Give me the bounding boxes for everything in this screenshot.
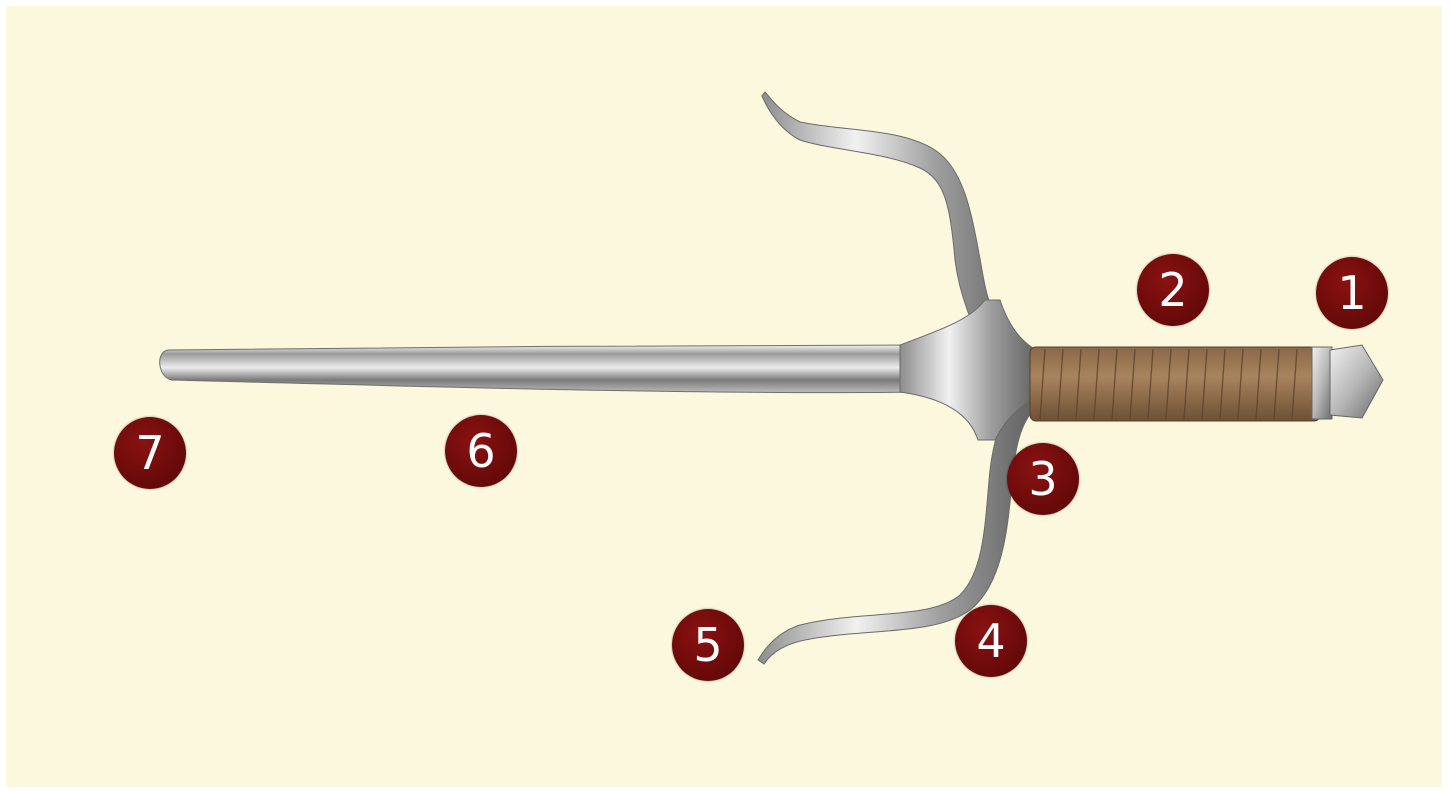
marker-4: 4 xyxy=(955,605,1027,677)
marker-1: 1 xyxy=(1316,257,1388,329)
marker-6: 6 xyxy=(445,415,517,487)
marker-7: 7 xyxy=(114,417,186,489)
marker-5: 5 xyxy=(672,609,744,681)
marker-2: 2 xyxy=(1137,254,1209,326)
pommel-collar xyxy=(1312,347,1332,419)
marker-3: 3 xyxy=(1007,443,1079,515)
pommel xyxy=(1330,345,1383,418)
